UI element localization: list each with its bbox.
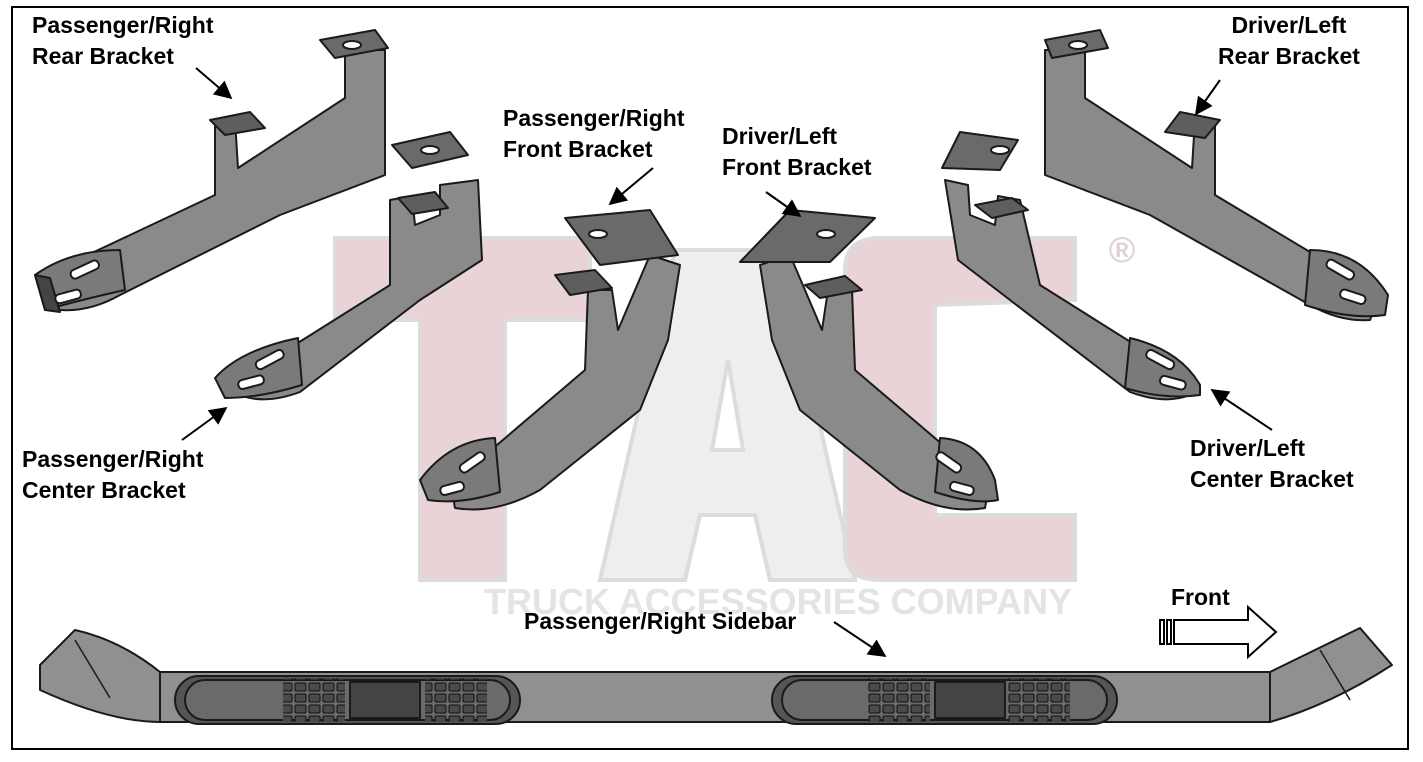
arrow-pr-front bbox=[608, 167, 654, 206]
callout-arrows bbox=[181, 67, 1273, 657]
front-direction-arrow bbox=[1159, 604, 1278, 660]
passenger-right-rear-bracket bbox=[34, 29, 389, 313]
driver-left-center-bracket bbox=[941, 131, 1201, 401]
passenger-right-sidebar bbox=[39, 627, 1393, 725]
arrow-dl-front bbox=[765, 191, 802, 218]
arrow-sidebar bbox=[833, 621, 887, 657]
passenger-right-front-bracket bbox=[419, 209, 681, 511]
label-driver-left-front-bracket: Driver/Left Front Bracket bbox=[722, 123, 872, 180]
label-front: Front bbox=[1171, 584, 1230, 610]
watermark-company-text: TRUCK ACCESSORIES COMPANY bbox=[484, 581, 1072, 622]
registered-mark: ® bbox=[1109, 229, 1136, 270]
driver-left-rear-bracket bbox=[1044, 29, 1389, 322]
arrow-pr-rear bbox=[195, 67, 233, 100]
arrow-dl-center bbox=[1210, 389, 1273, 431]
left-step-pad bbox=[174, 675, 521, 725]
label-passenger-right-center-bracket: Passenger/Right Center Bracket bbox=[22, 446, 204, 503]
right-step-pad bbox=[771, 675, 1118, 725]
label-passenger-right-sidebar: Passenger/Right Sidebar bbox=[524, 608, 797, 634]
driver-left-front-bracket bbox=[739, 209, 999, 511]
label-driver-left-rear-bracket: Driver/Left Rear Bracket bbox=[1218, 12, 1360, 69]
label-passenger-right-front-bracket: Passenger/Right Front Bracket bbox=[503, 105, 685, 162]
arrow-dl-rear bbox=[1194, 79, 1221, 116]
arrow-pr-center bbox=[181, 406, 228, 441]
label-passenger-right-rear-bracket: Passenger/Right Rear Bracket bbox=[32, 12, 214, 69]
passenger-right-center-bracket bbox=[214, 131, 483, 401]
label-driver-left-center-bracket: Driver/Left Center Bracket bbox=[1190, 435, 1354, 492]
